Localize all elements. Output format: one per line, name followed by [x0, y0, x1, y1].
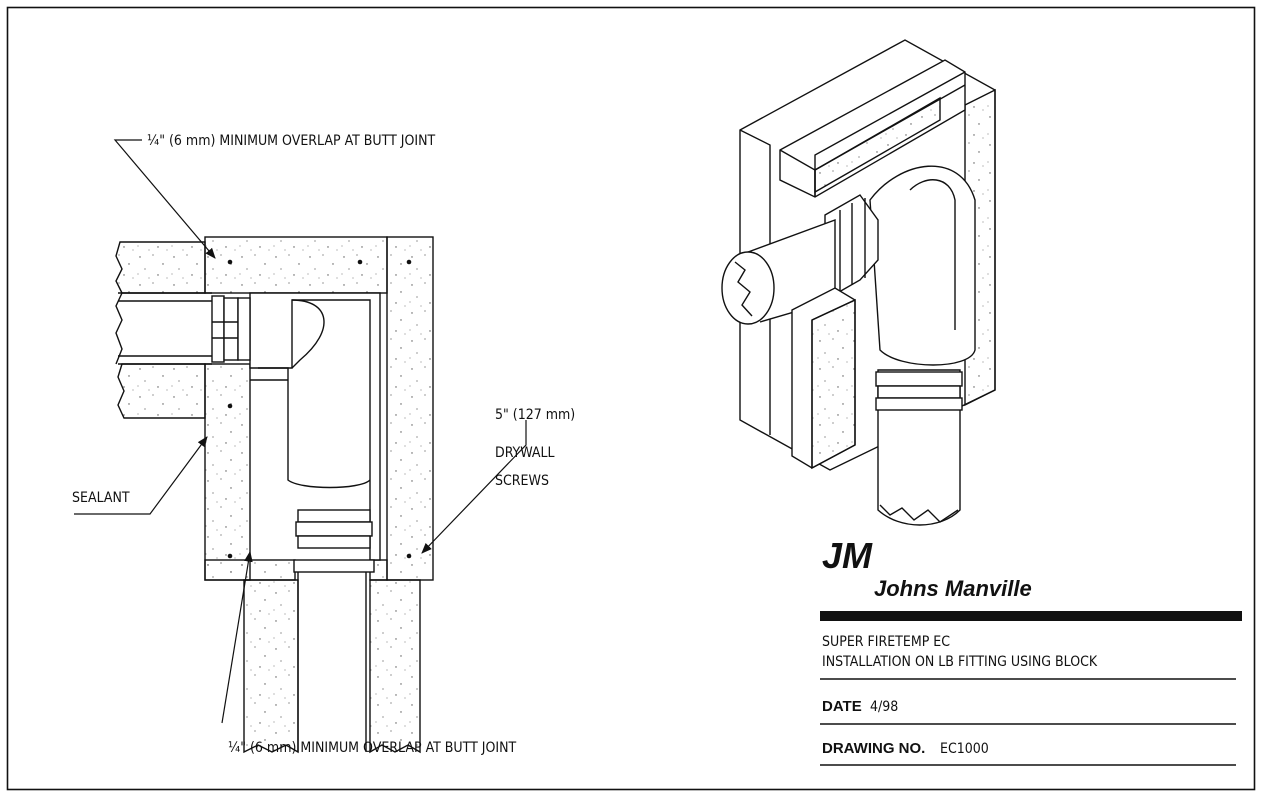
date-value: 4/98 — [870, 699, 898, 715]
screw-markers — [227, 259, 412, 559]
sealant-note: SEALANT — [72, 490, 130, 506]
drawing-number-value: EC1000 — [940, 741, 989, 757]
isometric-view — [721, 39, 996, 526]
title-rule-heavy — [820, 611, 1242, 621]
sheet-border — [6, 6, 1256, 791]
drawing-title-line2: INSTALLATION ON LB FITTING USING BLOCK — [822, 654, 1098, 670]
screws-note-line2: DRYWALL — [495, 445, 555, 461]
screws-note-line1: 5" (127 mm) — [495, 407, 575, 423]
date-label: DATE — [822, 698, 862, 715]
bottom-overlap-note: ¼" (6 mm) MINIMUM OVERLAP AT BUTT JOINT — [228, 740, 517, 756]
insulation-block-lower-right — [369, 579, 421, 754]
jm-logo-mark: JM — [822, 535, 873, 576]
section-view — [115, 236, 434, 754]
company-name: Johns Manville — [874, 576, 1032, 601]
insulation-block-inner — [204, 363, 251, 581]
insulation-block-left-upper — [115, 241, 206, 294]
insulation-block-top — [204, 236, 388, 294]
screws-note-line3: SCREWS — [495, 473, 549, 489]
drawing-title-line1: SUPER FIRETEMP EC — [822, 634, 950, 650]
top-overlap-note: ¼" (6 mm) MINIMUM OVERLAP AT BUTT JOINT — [147, 133, 436, 149]
insulation-block-lower-left — [243, 579, 299, 754]
insulation-block-right — [386, 236, 434, 581]
title-block: JM Johns Manville SUPER FIRETEMP EC INST… — [820, 535, 1242, 766]
leader-lines — [74, 139, 527, 724]
drawing-number-label: DRAWING NO. — [822, 740, 925, 757]
insulation-block-left-lower — [117, 363, 206, 419]
